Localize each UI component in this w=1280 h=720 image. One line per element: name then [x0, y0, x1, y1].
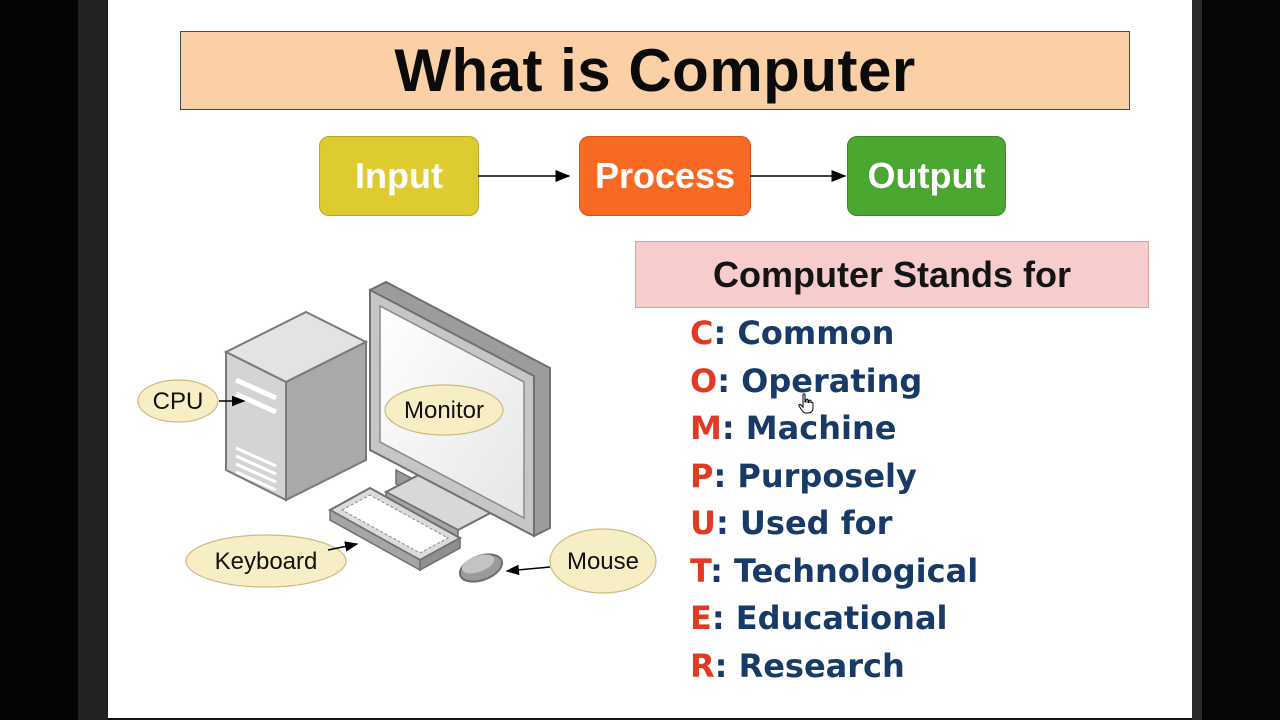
- hand-cursor-icon: [798, 393, 814, 414]
- list-item: M: Machine: [690, 405, 978, 453]
- monitor-label: Monitor: [404, 397, 484, 424]
- acronym-word: : Operating: [717, 361, 923, 400]
- acronym-word: : Machine: [721, 409, 897, 447]
- computer-illustration: CPU Monitor Keyboard Mouse: [137, 280, 657, 594]
- acronym-word: : Used for: [715, 504, 893, 542]
- video-frame-left: [78, 0, 108, 720]
- video-frame-right: [1192, 0, 1202, 720]
- output-box: Output: [847, 136, 1006, 216]
- acronym-word: : Educational: [711, 599, 948, 637]
- process-label: Process: [594, 155, 736, 196]
- video-letterbox-right: [1202, 0, 1280, 720]
- list-item: C: Common: [690, 310, 978, 358]
- list-item: P: Purposely: [690, 453, 978, 501]
- acronym-word: : Common: [713, 314, 895, 352]
- keyboard-icon: [327, 486, 463, 572]
- stands-for-heading: Computer Stands for: [712, 253, 1071, 295]
- mouse-callout: Mouse: [505, 528, 657, 594]
- process-box: Process: [579, 136, 751, 216]
- acronym-word: : Research: [714, 646, 905, 685]
- acronym-letter: E: [690, 599, 712, 637]
- acronym-letter: O: [690, 361, 718, 400]
- acronym-word: : Purposely: [713, 456, 917, 495]
- acronym-letter: P: [690, 456, 714, 495]
- input-label: Input: [355, 155, 443, 196]
- stands-for-banner: Computer Stands for: [635, 241, 1149, 308]
- list-item: O: Operating: [690, 358, 978, 406]
- acronym-letter: C: [690, 314, 714, 352]
- list-item: R: Research: [690, 643, 978, 691]
- cpu-tower-icon: [223, 310, 369, 502]
- keyboard-label: Keyboard: [215, 548, 318, 575]
- input-box: Input: [319, 136, 479, 216]
- list-item: U: Used for: [690, 500, 978, 548]
- cpu-callout: CPU: [137, 379, 246, 423]
- acronym-word: : Technological: [710, 551, 979, 590]
- mouse-label: Mouse: [567, 548, 639, 575]
- title-banner: What is Computer: [180, 31, 1130, 110]
- output-label: Output: [867, 155, 986, 196]
- acronym-letter: U: [690, 504, 716, 542]
- slide: What is Computer Input Process Output: [108, 0, 1192, 718]
- acronym-letter: T: [690, 551, 711, 590]
- video-letterbox-left: [0, 0, 78, 720]
- acronym-letter: M: [690, 409, 722, 447]
- list-item: E: Educational: [690, 595, 978, 643]
- acronym-letter: R: [690, 646, 715, 685]
- keyboard-callout: Keyboard: [185, 534, 359, 588]
- list-item: T: Technological: [690, 548, 978, 596]
- flow-arrows: [478, 170, 847, 182]
- acronym-list: C: Common O: Operating M: Machine P: Pur…: [690, 310, 978, 690]
- monitor-callout: Monitor: [384, 384, 504, 436]
- cpu-label: CPU: [153, 388, 204, 415]
- slide-title: What is Computer: [394, 37, 916, 104]
- mouse-icon: [458, 553, 504, 583]
